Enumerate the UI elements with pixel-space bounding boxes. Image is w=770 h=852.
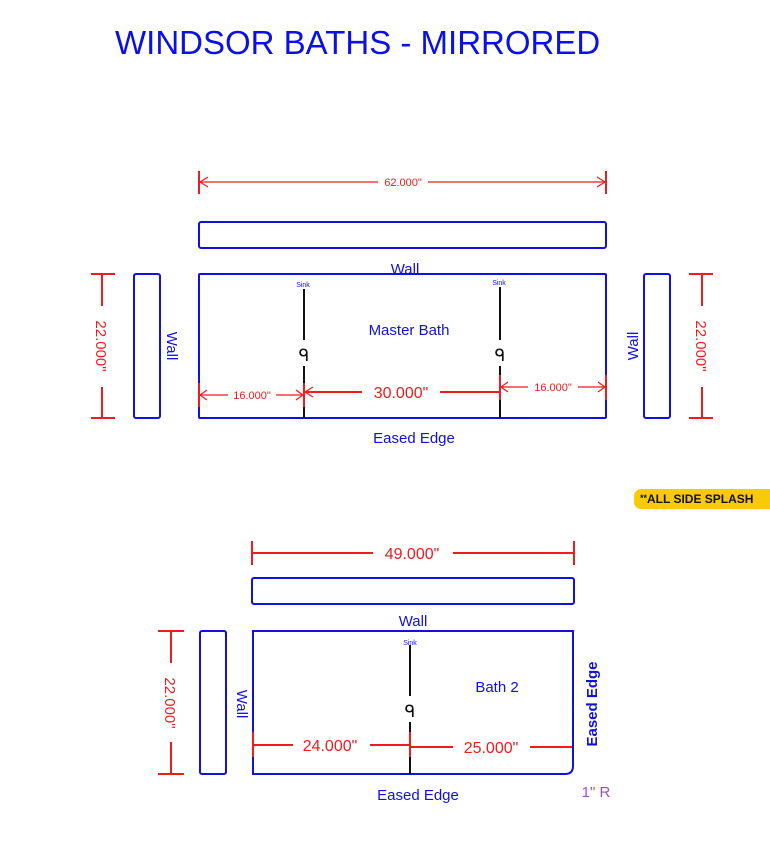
master-bath-label: Master Bath (369, 322, 450, 339)
master-sink-1-label: Sink (296, 282, 310, 289)
bath-2-label: Bath 2 (475, 679, 518, 696)
bath2-back-splash (251, 577, 575, 605)
note-text: ALL SIDE SPLASH (647, 492, 754, 506)
master-right-depth-label: 22.000" (692, 320, 709, 371)
bath2-countertop (252, 630, 574, 775)
bath2-overall-width-label: 49.000" (385, 546, 440, 563)
bath2-offset-dimensions (252, 732, 572, 757)
master-right-wall-label: Wall (625, 332, 642, 361)
master-overall-width-dimension (198, 171, 607, 194)
page-title: WINDSOR BATHS - MIRRORED (115, 24, 601, 61)
master-overall-width-label: 62.000" (384, 177, 422, 189)
master-sink-2-label: Sink (492, 280, 506, 287)
bath2-left-depth-label: 22.000" (161, 677, 178, 728)
master-left-splash (133, 273, 161, 419)
master-right-depth-dimension (689, 273, 713, 419)
master-sink-spacing-label: 30.000" (374, 385, 429, 402)
master-countertop (198, 273, 607, 419)
master-right-splash (643, 273, 671, 419)
master-left-depth-label: 22.000" (92, 320, 109, 371)
faucet-icon: ᑫ (405, 702, 416, 721)
master-left-depth-dimension (91, 273, 115, 419)
faucet-icon: ᑫ (299, 346, 310, 365)
bath2-overall-width-dimension (251, 541, 575, 565)
side-splash-note: **ALL SIDE SPLASH (634, 489, 770, 509)
bath2-corner-radius-label: 1" R (582, 784, 611, 801)
bath2-left-wall-label: Wall (233, 690, 250, 719)
bath2-left-offset-label: 24.000" (303, 738, 358, 755)
master-left-wall-label: Wall (163, 332, 180, 361)
bath2-right-edge-label: Eased Edge (584, 661, 601, 746)
faucet-icon: ᑫ (495, 346, 506, 365)
master-offset-dimensions (198, 375, 607, 407)
bath2-back-wall-label: Wall (399, 613, 428, 630)
master-front-edge-label: Eased Edge (373, 430, 455, 447)
master-bath-drawing: 62.000" Wall Master Bath Wall Wall 22.00… (91, 171, 713, 447)
bath2-front-edge-label: Eased Edge (377, 787, 459, 804)
bath-2-drawing: 49.000" Wall Bath 2 Wall Eased Edge 22.0… (158, 541, 610, 804)
bath2-sink-label: Sink (403, 640, 417, 647)
master-left-offset-label: 16.000" (233, 390, 271, 402)
bath2-left-splash (199, 630, 227, 775)
note-prefix: ** (640, 493, 648, 503)
bath2-right-offset-label: 25.000" (464, 740, 519, 757)
master-back-wall-label: Wall (391, 261, 420, 278)
master-back-splash (198, 221, 607, 249)
bath2-left-depth-dimension (158, 630, 184, 775)
master-right-offset-label: 16.000" (534, 382, 572, 394)
